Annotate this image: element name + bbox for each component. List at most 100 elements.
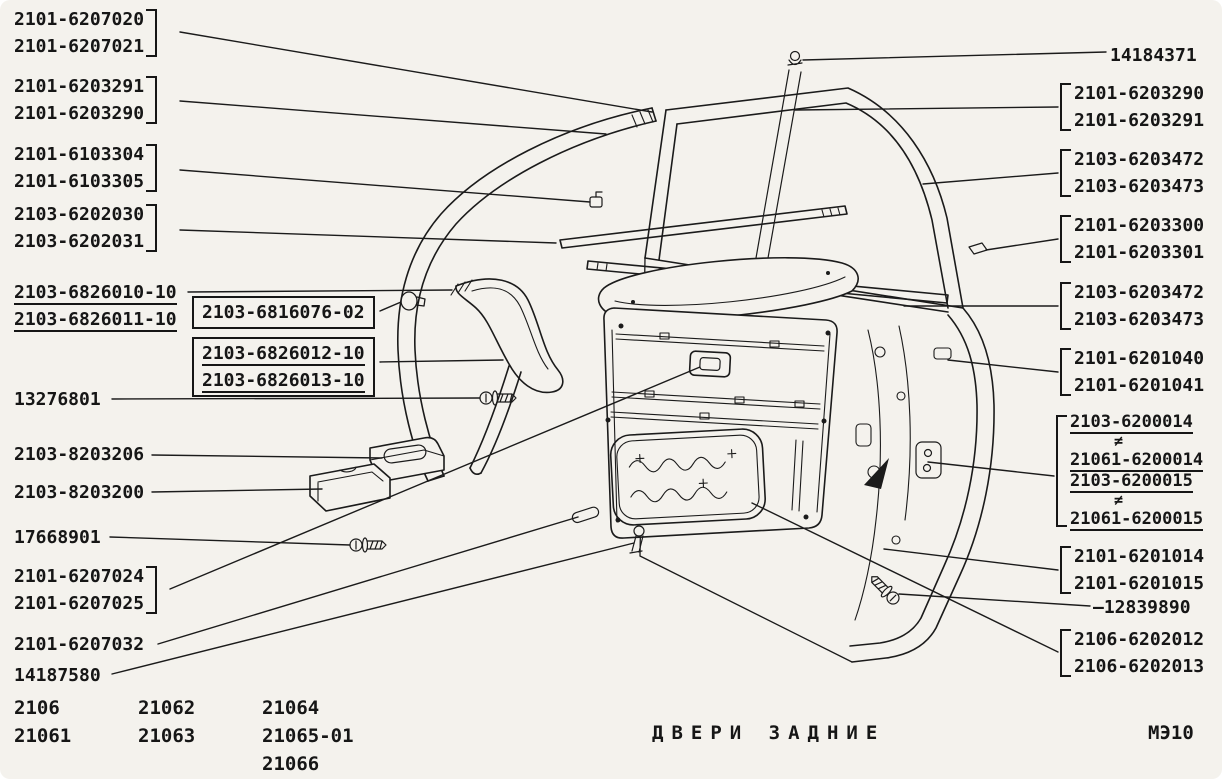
part-number: 2101-6103304 [14,144,145,165]
part-number: 2101-6207021 [14,36,145,57]
bracket [1060,546,1071,594]
part-number: 17668901 [14,527,101,548]
pin-icon [571,506,600,524]
bracket [146,204,158,252]
model-number: 21062 [138,697,196,719]
part-label-group: 2101-6203300 2101-6203301 [1060,212,1204,266]
sheet-title: ДВЕРИ ЗАДНИЕ [652,722,886,744]
not-equal-sign: ≠ [1114,491,1124,509]
part-number: 2103-6203472 [1074,282,1205,303]
bracket [1060,348,1071,396]
model-list-column: 21062 21063 [138,694,195,750]
part-number: 2101-6203300 [1074,215,1205,236]
part-label-group: 2103-6826012-10 2103-6826013-10 [192,337,375,397]
part-number: 2101-6203290 [14,103,145,124]
model-number: 21065-01 [262,725,354,747]
part-number: 2103-6202031 [14,231,145,252]
part-number: 2103-6826011-10 [14,309,177,332]
door-trim-panel [603,307,838,539]
part-number: 2101-6203290 [1074,83,1205,104]
bracket [1060,215,1071,263]
bracket [1056,415,1067,527]
clip-icon [787,50,803,66]
part-number: 2101-6203301 [1074,242,1205,263]
armrest [450,278,564,475]
trim-plug [400,291,426,311]
bracket [1060,83,1071,131]
bracket [1060,282,1071,330]
part-number: —12839890 [1093,597,1191,618]
part-number: 2101-6207032 [14,634,145,655]
part-number: 2101-6207024 [14,566,145,587]
part-number: 2103-6200015 [1070,471,1193,493]
part-label-group: 2101-6203291 2101-6203290 [14,73,158,127]
screw-icon [871,576,900,605]
bracket [1060,629,1071,677]
part-number: 2101-6201040 [1074,348,1205,369]
bracket [1060,149,1071,197]
part-label-group: 2101-6203290 2101-6203291 [1060,80,1204,134]
part-number: 2103-6200014 [1070,412,1193,434]
part-label-group: 2101-6207020 2101-6207021 [14,6,158,60]
part-label-group: 14184371 [1110,42,1197,69]
part-label-group: —12839890 [1093,594,1191,621]
part-label-group: 2103-8203206 [14,441,144,468]
part-number: 2101-6207020 [14,9,145,30]
not-equal-sign: ≠ [1114,432,1124,450]
part-label-group: 2103-6202030 2103-6202031 [14,201,158,255]
part-number: 2103-6203473 [1074,176,1205,197]
part-label-group: 2106-6202012 2106-6202013 [1060,626,1204,680]
model-list-column: 21064 21065-01 21066 [262,694,354,778]
part-label-group: 2101-6103304 2101-6103305 [14,141,158,195]
model-number: 2106 [14,697,60,719]
part-number: 2101-6103305 [14,171,145,192]
glass-run-weatherstrip [396,107,657,482]
part-number: 14187580 [14,665,101,686]
part-number: 2103-6826010-10 [14,282,177,305]
part-number: 2101-6207025 [14,593,145,614]
part-number: 2103-6203473 [1074,309,1205,330]
part-number: 2101-6201041 [1074,375,1205,396]
model-number: 21066 [262,753,320,775]
part-number: 2103-6202030 [14,204,145,225]
part-label-group: 2101-6201014 2101-6201015 [1060,543,1204,597]
ornament-panel [609,428,766,526]
belt-weatherstrip-outer [559,205,848,249]
ashtray [309,463,391,512]
part-label-group: 2103-6203472 2103-6203473 [1060,279,1204,333]
model-number: 21061 [14,725,72,747]
part-number: 2103-6826013-10 [202,370,365,393]
bracket [146,566,158,614]
part-label-group: 2103-8203200 [14,479,144,506]
part-label-group: 2103-6816076-02 [192,296,375,329]
part-number: 2103-8203200 [14,482,145,503]
part-number: 13276801 [14,389,101,410]
part-label-group: 2101-6201040 2101-6201041 [1060,345,1204,399]
clip-icon [968,242,988,255]
part-number: 14184371 [1110,45,1197,66]
part-label-group: 2101-6207032 [14,631,144,658]
door-handle-recess [688,350,732,378]
part-number: 2101-6203291 [14,76,145,97]
part-number: 21061-6200015 [1070,509,1204,531]
part-label-group: 13276801 [14,386,101,413]
part-label-group: 2103-6826010-10 2103-6826011-10 [14,279,177,333]
part-number: 2103-6203472 [1074,149,1205,170]
model-number: 21063 [138,725,196,747]
part-number: 2101-6201014 [1074,546,1205,567]
part-number: 21061-6200014 [1070,450,1204,472]
part-number: 2103-8203206 [14,444,145,465]
part-number: 2101-6201015 [1074,573,1205,594]
part-label-group: 17668901 [14,524,101,551]
clip-icon [589,191,603,208]
door-lock-detail [915,441,942,479]
sheet-code: МЭ10 [1148,722,1194,744]
part-number: 2106-6202012 [1074,629,1205,650]
screw-icon [349,537,387,553]
part-label-group: 2101-6207024 2101-6207025 [14,563,158,617]
model-list-column: 2106 21061 [14,694,71,750]
part-label-group: 2103-6203472 2103-6203473 [1060,146,1204,200]
pointer-arrow [864,458,889,489]
